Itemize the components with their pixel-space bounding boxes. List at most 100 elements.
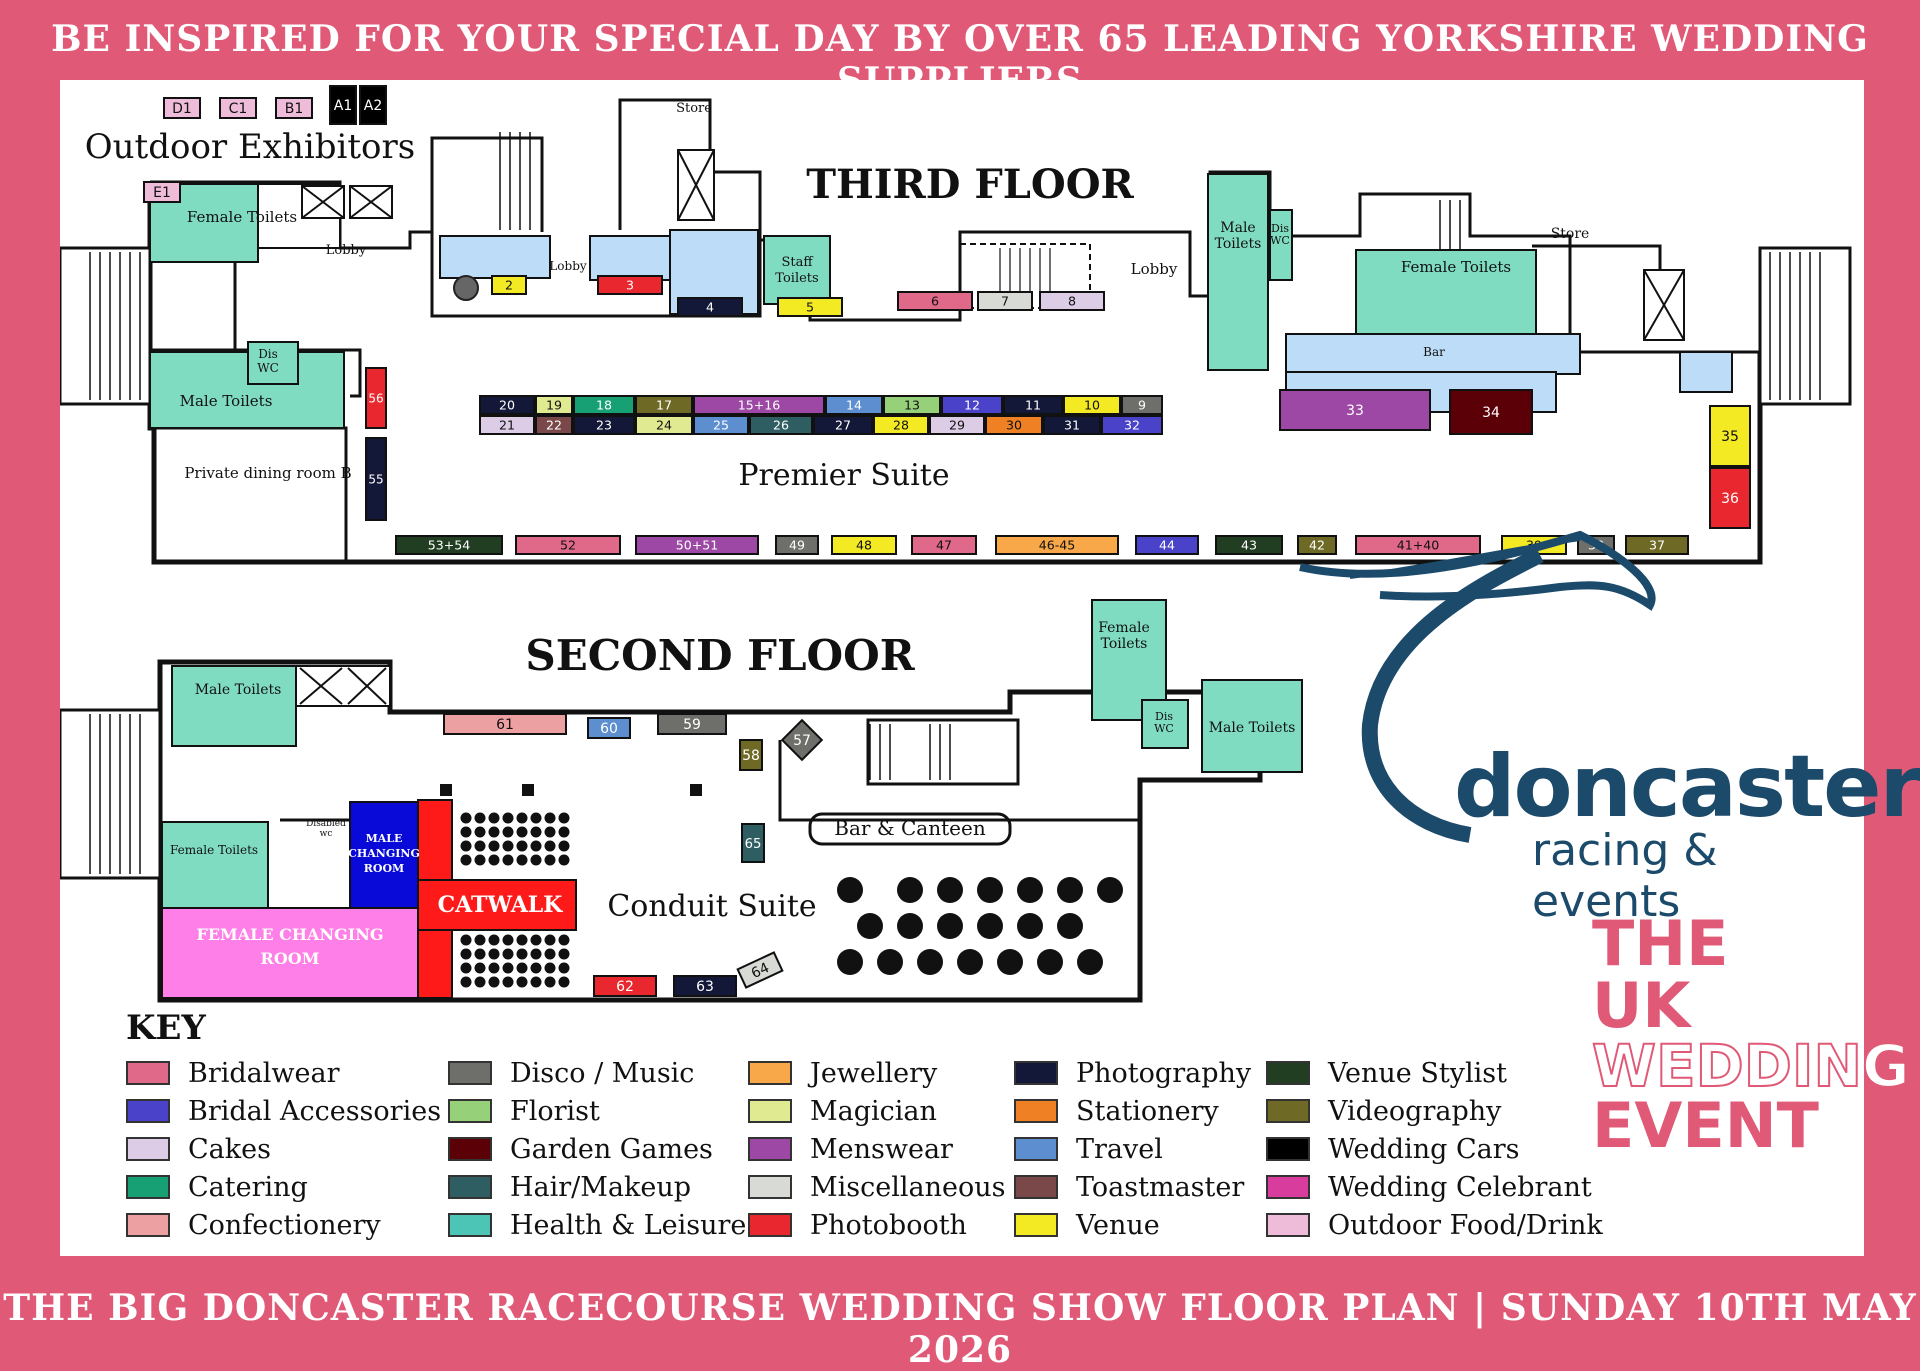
- stand-52[interactable]: 52: [515, 535, 621, 555]
- stand-64[interactable]: 64: [736, 951, 784, 989]
- stand-label: 17: [656, 398, 672, 413]
- stand-label: 31: [1064, 418, 1080, 433]
- stand-label: 6: [931, 294, 939, 309]
- stand-43[interactable]: 43: [1215, 535, 1283, 555]
- stand-a2[interactable]: A2: [359, 85, 387, 125]
- stand-label: 63: [696, 979, 714, 995]
- stand-4[interactable]: 4: [677, 297, 743, 317]
- stand-28[interactable]: 28: [873, 415, 929, 435]
- stand-19[interactable]: 19: [535, 395, 573, 415]
- stand-22[interactable]: 22: [535, 415, 573, 435]
- stand-1[interactable]: [453, 275, 479, 301]
- key-swatch: [448, 1213, 492, 1237]
- stand-62[interactable]: 62: [593, 975, 657, 997]
- stand-11[interactable]: 11: [1003, 395, 1063, 415]
- stand-17[interactable]: 17: [635, 395, 693, 415]
- stand-49[interactable]: 49: [775, 535, 819, 555]
- key-swatch: [1014, 1099, 1058, 1123]
- stand-5[interactable]: 5: [777, 297, 843, 317]
- stand-3[interactable]: 3: [597, 275, 663, 295]
- stand-a1[interactable]: A1: [329, 85, 357, 125]
- stand-58[interactable]: 58: [739, 739, 763, 771]
- stand-33[interactable]: 33: [1279, 389, 1431, 431]
- stand-13[interactable]: 13: [883, 395, 941, 415]
- stand-42[interactable]: 42: [1297, 535, 1337, 555]
- stand-35[interactable]: 35: [1709, 405, 1751, 467]
- stand-60[interactable]: 60: [587, 717, 631, 739]
- stand-21[interactable]: 21: [479, 415, 535, 435]
- stand-label: 36: [1721, 491, 1739, 507]
- stand-6[interactable]: 6: [897, 291, 973, 311]
- stand-26[interactable]: 26: [749, 415, 813, 435]
- stand-57[interactable]: 57: [780, 718, 824, 762]
- disabled-label: Disabled: [306, 819, 346, 829]
- stand-27[interactable]: 27: [813, 415, 873, 435]
- stand-label: 61: [496, 717, 514, 733]
- stand-label: 29: [949, 418, 965, 433]
- stand-34[interactable]: 34: [1449, 389, 1533, 435]
- key-label: Magician: [810, 1095, 937, 1127]
- key-swatch: [1014, 1213, 1058, 1237]
- stand-label: 14: [846, 398, 862, 413]
- key-item-garden-games: Garden Games: [448, 1132, 713, 1166]
- stand-label: 64: [749, 960, 772, 982]
- stand-31[interactable]: 31: [1043, 415, 1101, 435]
- stand-24[interactable]: 24: [635, 415, 693, 435]
- stand-15-16[interactable]: 15+16: [693, 395, 825, 415]
- male-changing-line1: MALE: [366, 832, 403, 845]
- stand-50-51[interactable]: 50+51: [635, 535, 759, 555]
- stand-65[interactable]: 65: [741, 823, 765, 863]
- male-changing-line2: CHANGING: [348, 847, 420, 860]
- key-label: Stationery: [1076, 1095, 1219, 1127]
- stand-47[interactable]: 47: [911, 535, 977, 555]
- stand-d1[interactable]: D1: [163, 97, 201, 119]
- stand-label: 65: [745, 837, 762, 852]
- stand-label: 44: [1159, 538, 1175, 553]
- key-label: Catering: [188, 1171, 308, 1203]
- key-item-photobooth: Photobooth: [748, 1208, 967, 1242]
- stand-10[interactable]: 10: [1063, 395, 1121, 415]
- key-swatch: [448, 1061, 492, 1085]
- stand-32[interactable]: 32: [1101, 415, 1163, 435]
- stand-29[interactable]: 29: [929, 415, 985, 435]
- stand-b1[interactable]: B1: [275, 97, 313, 119]
- stand-label: 15+16: [738, 398, 781, 413]
- stand-55[interactable]: 55: [365, 437, 387, 521]
- key-label: Disco / Music: [510, 1057, 695, 1089]
- stand-56[interactable]: 56: [365, 367, 387, 429]
- stand-30[interactable]: 30: [985, 415, 1043, 435]
- stand-53-54[interactable]: 53+54: [395, 535, 503, 555]
- stand-label: 37: [1649, 538, 1665, 553]
- stand-c1[interactable]: C1: [219, 97, 257, 119]
- stand-61[interactable]: 61: [443, 713, 567, 735]
- key-swatch: [448, 1137, 492, 1161]
- key-swatch: [126, 1213, 170, 1237]
- stand-48[interactable]: 48: [831, 535, 897, 555]
- dis-label: Dis: [258, 347, 278, 361]
- stand-23[interactable]: 23: [573, 415, 635, 435]
- key-swatch: [1266, 1175, 1310, 1199]
- stand-12[interactable]: 12: [941, 395, 1003, 415]
- stand-e1[interactable]: E1: [143, 181, 181, 203]
- bar-canteen-label: Bar & Canteen: [834, 816, 986, 840]
- stand-36[interactable]: 36: [1709, 467, 1751, 529]
- stand-14[interactable]: 14: [825, 395, 883, 415]
- stand-8[interactable]: 8: [1039, 291, 1105, 311]
- stand-7[interactable]: 7: [977, 291, 1033, 311]
- stand-59[interactable]: 59: [657, 713, 727, 735]
- stand-label: 10: [1084, 398, 1100, 413]
- doncaster-logo: doncaster racing & events: [1240, 525, 1920, 927]
- stand-2[interactable]: 2: [491, 275, 527, 295]
- stand-9[interactable]: 9: [1121, 395, 1163, 415]
- stand-37[interactable]: 37: [1625, 535, 1689, 555]
- stand-41-40[interactable]: 41+40: [1355, 535, 1481, 555]
- stand-20[interactable]: 20: [479, 395, 535, 415]
- stand-label: 52: [560, 538, 576, 553]
- stand-18[interactable]: 18: [573, 395, 635, 415]
- stand-63[interactable]: 63: [673, 975, 737, 997]
- stand-25[interactable]: 25: [693, 415, 749, 435]
- stand-44[interactable]: 44: [1135, 535, 1199, 555]
- key-swatch: [748, 1137, 792, 1161]
- stand-46-45[interactable]: 46-45: [995, 535, 1119, 555]
